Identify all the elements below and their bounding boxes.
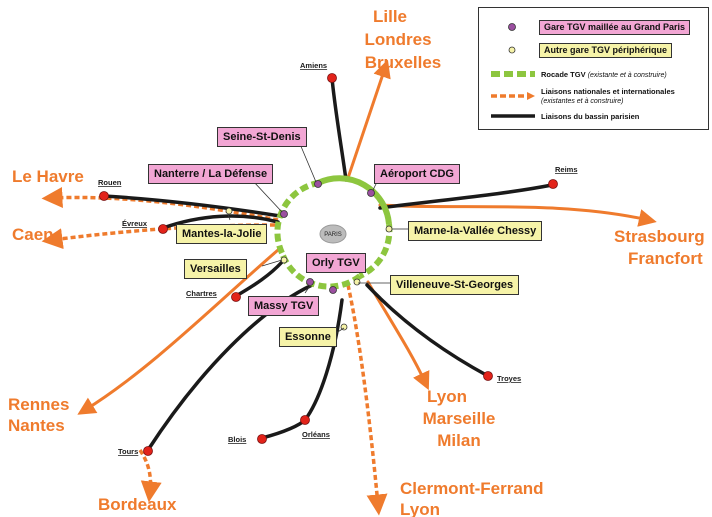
city-chartres: Chartres — [186, 289, 217, 298]
city-tours: Tours — [118, 447, 138, 456]
dest-lyon: Lyon — [427, 387, 467, 406]
city-troyes: Troyes — [497, 374, 521, 383]
dest-marseille: Marseille — [423, 409, 496, 428]
city-evreux: Évreux — [122, 219, 148, 228]
dest-milan: Milan — [437, 431, 480, 450]
station-orly: Orly TGV — [306, 253, 366, 273]
dest-lyon-2: Lyon — [400, 500, 440, 517]
dest-bordeaux: Bordeaux — [98, 495, 177, 514]
dest-nantes: Nantes — [8, 416, 65, 435]
station-mantes: Mantes-la-Jolie — [176, 224, 268, 244]
paris-label: PARIS — [324, 232, 342, 238]
dest-caen: Caen — [12, 225, 54, 244]
dest-londres: Londres — [364, 30, 431, 49]
label-leaders — [227, 143, 408, 334]
legend-rocade: Rocade TGV (existante et à construire) — [541, 70, 667, 79]
city-orleans: Orléans — [302, 430, 330, 439]
city-nodes — [99, 73, 558, 456]
legend-bassin: Liaisons du bassin parisien — [541, 112, 640, 121]
city-rouen: Rouen — [98, 178, 122, 187]
station-nanterre: Nanterre / La Défense — [148, 164, 274, 184]
dest-bruxelles: Bruxelles — [365, 53, 442, 72]
dest-rennes: Rennes — [8, 395, 69, 414]
dest-lille: Lille — [373, 7, 407, 26]
dest-le-havre: Le Havre — [12, 167, 84, 186]
city-reims: Reims — [555, 165, 578, 174]
station-essonne: Essonne — [279, 327, 337, 347]
paris-center — [319, 224, 347, 244]
station-aeroport-cdg: Aéroport CDG — [374, 164, 460, 184]
city-amiens: Amiens — [300, 61, 327, 70]
legend-peripherique: Autre gare TGV périphérique — [539, 43, 673, 58]
station-villeneuve: Villeneuve-St-Georges — [390, 275, 520, 295]
station-seine-st-denis: Seine-St-Denis — [217, 127, 307, 147]
station-versailles: Versailles — [184, 259, 247, 279]
city-blois: Blois — [228, 435, 246, 444]
legend-maillee: Gare TGV maillée au Grand Paris — [539, 20, 691, 35]
dest-clermont: Clermont-Ferrand — [400, 479, 544, 498]
legend-symbols — [491, 23, 535, 118]
station-dots — [225, 180, 393, 331]
dest-strasbourg: Strasbourg — [614, 227, 705, 246]
station-marne: Marne-la-Vallée Chessy — [408, 221, 543, 241]
dest-francfort: Francfort — [628, 249, 703, 268]
station-massy: Massy TGV — [248, 296, 320, 316]
legend: Gare TGV maillée au Grand Paris Autre ga… — [478, 7, 709, 130]
legend-liaisons: Liaisons nationales et internationales(e… — [541, 87, 675, 105]
